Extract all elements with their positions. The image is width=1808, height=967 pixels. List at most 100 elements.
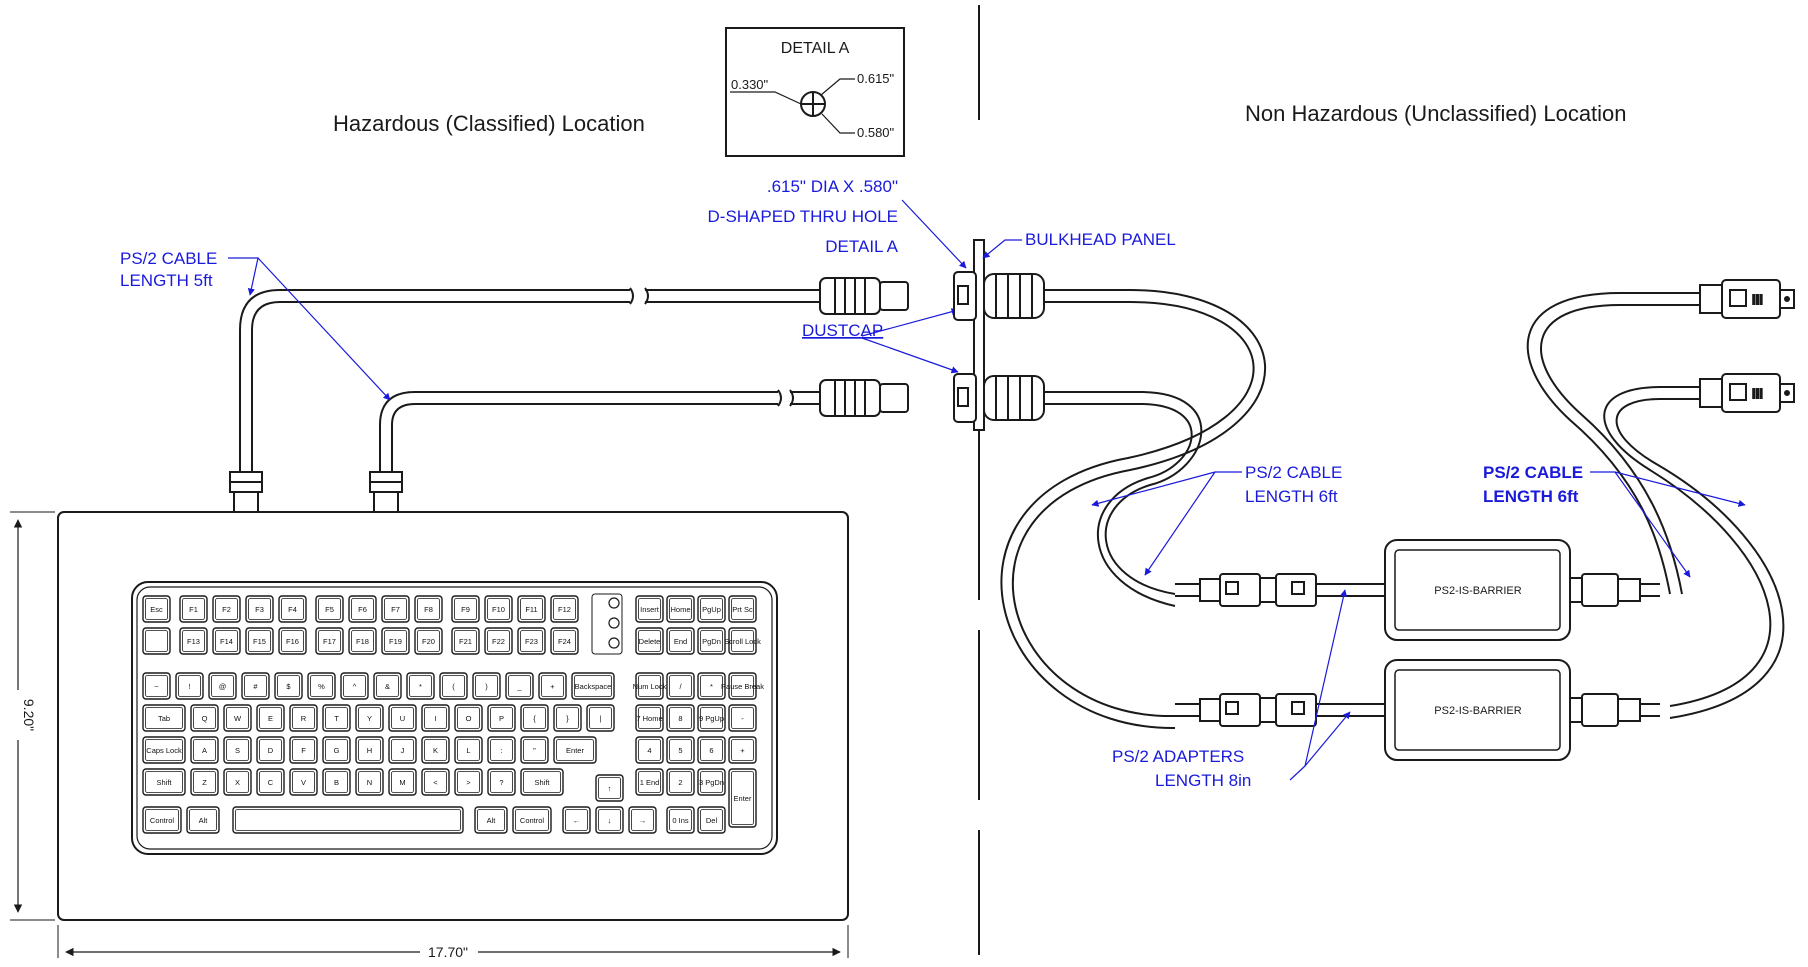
- key-n-3-6: N: [355, 768, 384, 796]
- key-label: F9: [461, 605, 470, 614]
- key-num-lock: Num Lock: [633, 672, 667, 700]
- key-f11: F11: [517, 595, 546, 623]
- dustcap-upper: [953, 271, 977, 321]
- key-label: Pause Break: [721, 682, 764, 691]
- key-f14: F14: [212, 627, 241, 655]
- key-label: +: [550, 682, 555, 691]
- key-k-2-8: K: [421, 736, 450, 764]
- key-label: @: [219, 682, 227, 691]
- dustcap-arrow-1: [861, 308, 959, 337]
- key-pgup: PgUp: [697, 595, 726, 623]
- key-j-2-7: J: [388, 736, 417, 764]
- dimension-width: 17.70": [57, 925, 849, 960]
- key---0-3: #: [241, 672, 270, 700]
- key-v-3-4: V: [289, 768, 318, 796]
- key-label: Scroll Lock: [724, 637, 761, 646]
- ps2-cable-5ft-upper: [239, 287, 820, 478]
- key-f23: F23: [517, 627, 546, 655]
- key-alt-left: Alt: [186, 806, 220, 834]
- adapters-label-1: PS/2 ADAPTERS: [1112, 747, 1244, 766]
- key-label: Control: [150, 816, 175, 825]
- connector-upper-plug: [819, 277, 909, 315]
- key-numpad-0: 0 Ins: [666, 806, 695, 834]
- key-label: PgDn: [702, 637, 721, 646]
- key-f2: F2: [212, 595, 241, 623]
- led-scroll-lock: [608, 637, 620, 649]
- key-label: ←: [573, 816, 581, 825]
- svg-text:III: III: [1752, 292, 1763, 307]
- key---2-10: :: [487, 736, 516, 764]
- key-label: }: [566, 714, 569, 723]
- key-control-left: Control: [142, 806, 182, 834]
- key-label: D: [268, 746, 274, 755]
- key-label: F7: [391, 605, 400, 614]
- key-label: F1: [189, 605, 198, 614]
- hole-callout-line1: .615" DIA X .580": [767, 177, 898, 196]
- cable-gland-right: [369, 471, 403, 513]
- key-f18: F18: [348, 627, 377, 655]
- key-label: F17: [323, 637, 336, 646]
- ps2-cable-6ft-upper: [1000, 289, 1267, 730]
- key-label: 4: [647, 746, 651, 755]
- key-label: F11: [525, 605, 537, 614]
- key-label: →: [639, 816, 647, 825]
- key-arrow-down: ↓: [595, 806, 624, 834]
- key---3-8: <: [421, 768, 450, 796]
- hole-callout-line2: D-SHAPED THRU HOLE: [708, 207, 899, 226]
- key-f-2-4: F: [289, 736, 318, 764]
- key-a-2-1: A: [190, 736, 219, 764]
- key---3-10: ?: [487, 768, 516, 796]
- detail-dim-width: 0.330": [731, 77, 769, 92]
- key-f1: F1: [179, 595, 208, 623]
- key-label: ?: [499, 778, 503, 787]
- connector-lower-plug: [819, 379, 909, 417]
- key-f17: F17: [315, 627, 344, 655]
- key---1-11: {: [520, 704, 549, 732]
- cable-6ft-b-arrow-1: [1590, 471, 1746, 507]
- cable-6ft-b-arrow-2: [1614, 471, 1691, 578]
- key-label: Tab: [158, 714, 170, 723]
- key-label: P: [499, 714, 504, 723]
- key-f4: F4: [278, 595, 307, 623]
- cable-5ft-arrow-1: [228, 257, 259, 296]
- key-label: F21: [459, 637, 472, 646]
- led-panel: [591, 593, 623, 655]
- detail-dim-flat: 0.580": [857, 125, 895, 140]
- key-label: Alt: [199, 816, 209, 825]
- key-f13: F13: [179, 627, 208, 655]
- key-label: ↓: [608, 816, 612, 825]
- key--: +: [728, 736, 757, 764]
- key-numpad-del: Del: [697, 806, 726, 834]
- key-arrow-up: ↑: [595, 774, 624, 802]
- key-label: B: [334, 778, 339, 787]
- key-label: Backspace: [575, 682, 612, 691]
- key-label: Shift: [534, 778, 550, 787]
- key-end: End: [666, 627, 695, 655]
- key-l-2-9: L: [454, 736, 483, 764]
- svg-text:III: III: [1752, 386, 1763, 401]
- hole-callout-arrow: [901, 199, 967, 269]
- key-1-end: 1 End: [635, 768, 664, 796]
- key-label: F5: [325, 605, 334, 614]
- key-label: F8: [424, 605, 433, 614]
- key---0-8: *: [406, 672, 435, 700]
- detail-a-title: DETAIL A: [781, 40, 850, 57]
- receptacle-lower: [983, 375, 1045, 421]
- key-8: 8: [666, 704, 695, 732]
- key---0-6: ^: [340, 672, 369, 700]
- adapter-chain-lower: [1175, 693, 1660, 727]
- key-label: ": [533, 746, 536, 755]
- key-label: 6: [709, 746, 713, 755]
- key-f6: F6: [348, 595, 377, 623]
- key-9-pgup: 9 PgUp: [697, 704, 726, 732]
- key-delete: Delete: [635, 627, 664, 655]
- key---0-1: !: [175, 672, 204, 700]
- key-g-2-5: G: [322, 736, 351, 764]
- cable-6ft-b-label-1: PS/2 CABLE: [1483, 463, 1583, 482]
- key-label: /: [679, 682, 682, 691]
- key-c-3-3: C: [256, 768, 285, 796]
- barrier-upper: PS2-IS-BARRIER: [1384, 539, 1571, 641]
- ps2-cable-5ft-lower: [379, 389, 820, 478]
- key-label: F24: [558, 637, 571, 646]
